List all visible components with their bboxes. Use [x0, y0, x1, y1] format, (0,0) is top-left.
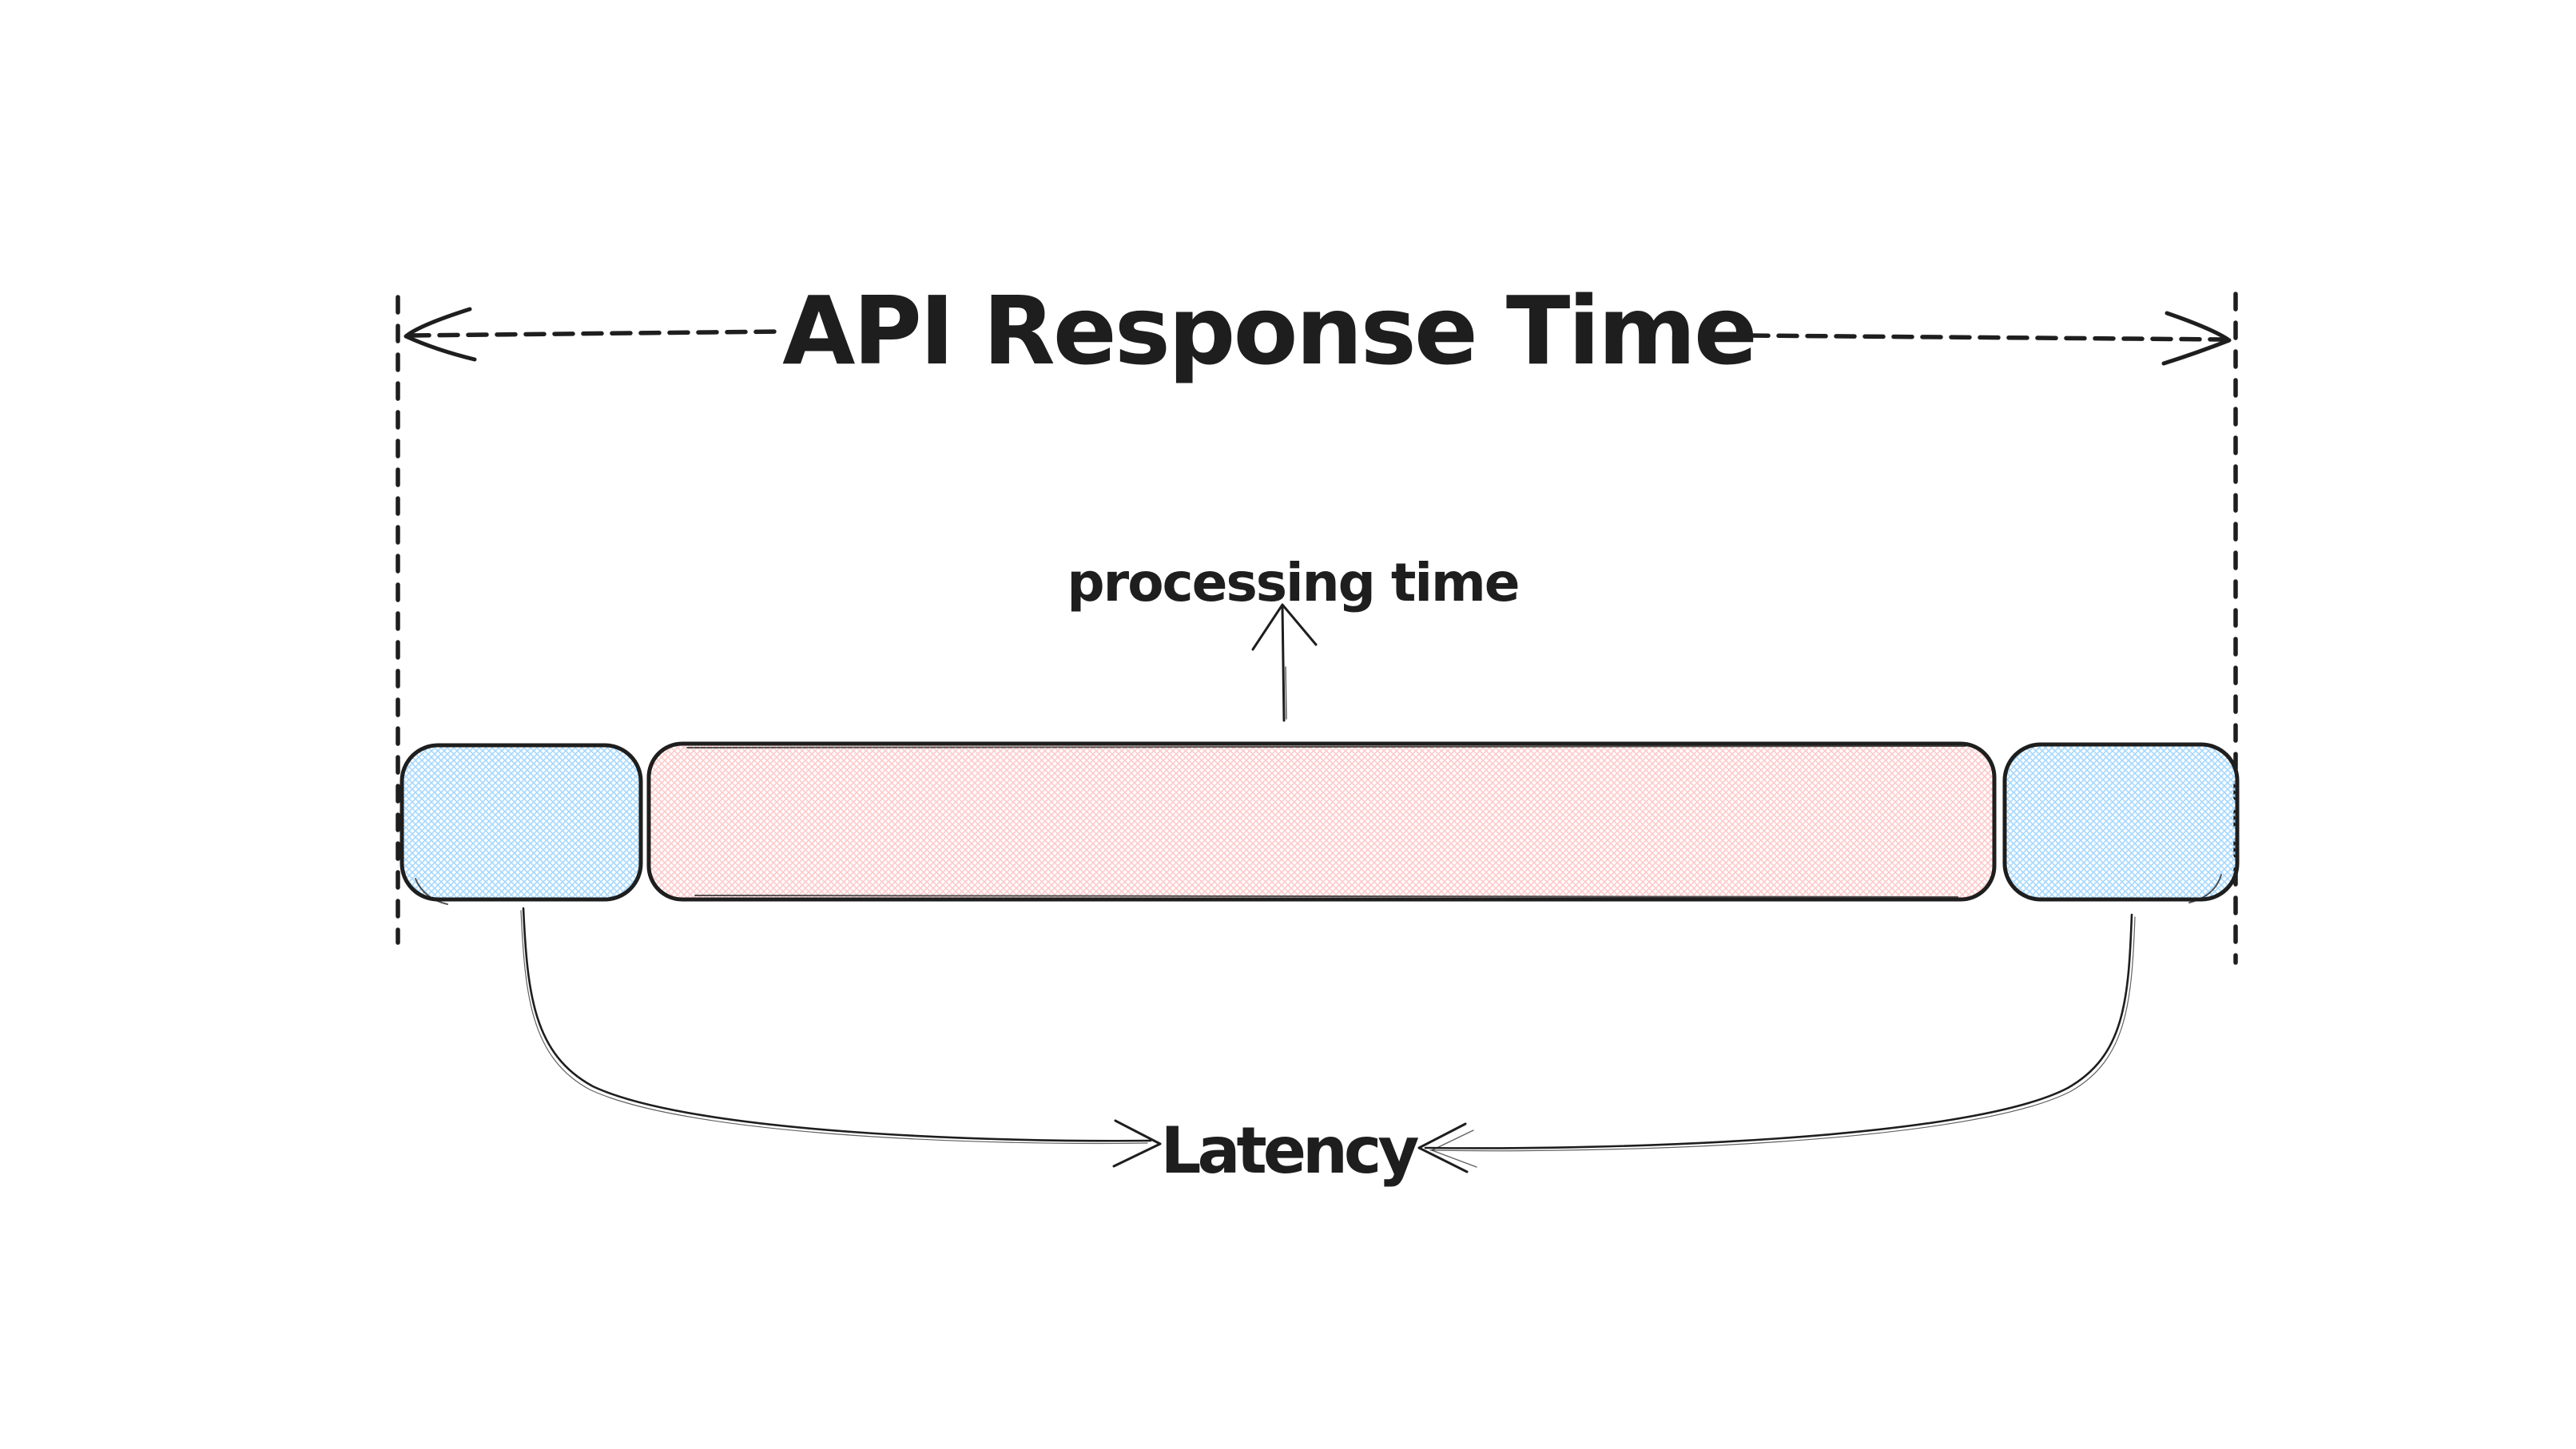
- processing-time-label: processing time: [1067, 552, 1518, 613]
- processing-box-bottom-sketch-line: [694, 895, 1958, 898]
- latency-left-curve: [522, 907, 1152, 1142]
- latency-label: Latency: [1161, 1114, 1419, 1188]
- latency-right-arrowhead-sketch: [1431, 1129, 1477, 1168]
- up-arrowhead-icon: [1251, 603, 1318, 651]
- title-span-line-left: [408, 329, 785, 338]
- latency-start-box: [400, 743, 643, 902]
- latency-end-box: [2002, 742, 2240, 902]
- right-arrowhead-icon: [2161, 311, 2232, 366]
- latency-right-arrowhead-icon: [1417, 1122, 1469, 1173]
- latency-right-curve-sketch: [1429, 916, 2136, 1152]
- latency-left-curve-sketch: [520, 910, 1148, 1145]
- latency-end-box-corner-sketch: [2188, 874, 2222, 903]
- latency-left-arrowhead-icon: [1112, 1119, 1162, 1168]
- diagram-title: API Response Time: [782, 276, 1755, 386]
- processing-arrow-shaft: [1281, 605, 1286, 722]
- processing-box-top-sketch-line: [686, 745, 1966, 748]
- title-span-line-right: [1747, 333, 2225, 342]
- latency-start-box-corner-sketch: [415, 878, 448, 905]
- latency-right-curve: [1424, 913, 2133, 1149]
- processing-box: [646, 741, 1997, 902]
- left-arrowhead-icon: [403, 307, 477, 362]
